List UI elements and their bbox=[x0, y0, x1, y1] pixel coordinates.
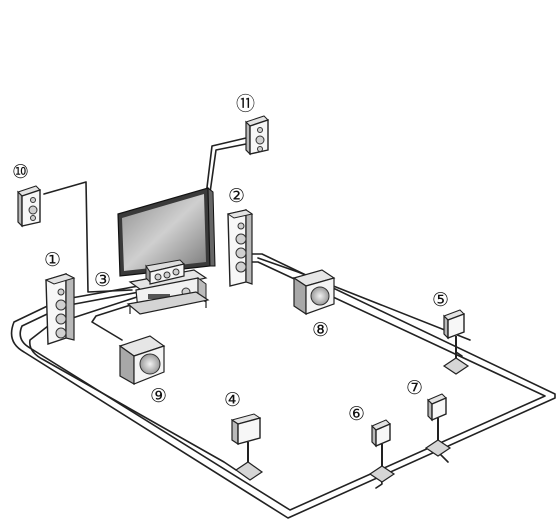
label-10: ⑩ bbox=[12, 161, 29, 183]
subwoofer-left-icon bbox=[120, 336, 164, 384]
label-5: ⑤ bbox=[432, 289, 449, 311]
subwoofer-right-icon bbox=[294, 270, 334, 314]
label-1: ① bbox=[44, 249, 61, 271]
label-11: ⑪ bbox=[236, 93, 255, 115]
speaker-cables bbox=[12, 138, 555, 518]
surround-back-right-speaker-icon bbox=[426, 394, 450, 456]
surround-left-speaker-icon bbox=[232, 414, 262, 480]
label-8: ⑧ bbox=[312, 319, 329, 341]
presence-right-speaker-icon bbox=[246, 116, 268, 154]
front-left-speaker-icon bbox=[46, 274, 74, 344]
label-9: ⑨ bbox=[150, 385, 167, 407]
label-3: ③ bbox=[94, 269, 111, 291]
presence-left-speaker-icon bbox=[18, 186, 40, 226]
label-7: ⑦ bbox=[406, 377, 423, 399]
front-right-speaker-icon bbox=[228, 210, 252, 286]
label-4: ④ bbox=[224, 389, 241, 411]
label-6: ⑥ bbox=[348, 403, 365, 425]
surround-back-left-speaker-icon bbox=[370, 420, 394, 482]
label-2: ② bbox=[228, 185, 245, 207]
